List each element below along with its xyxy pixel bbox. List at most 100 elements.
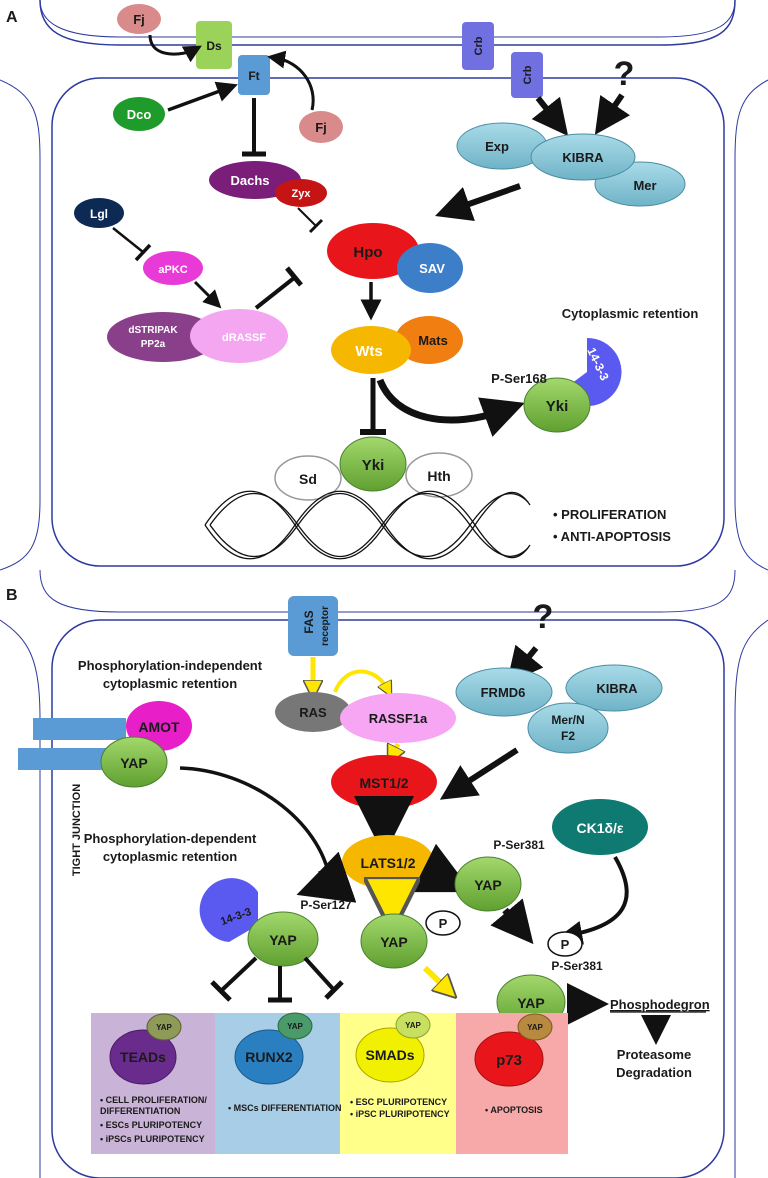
- ck1-node: [552, 799, 648, 855]
- dstripak-label-2: PP2a: [141, 339, 166, 350]
- merf2-label-1: Mer/N: [551, 713, 584, 727]
- cell-left-b: [0, 619, 41, 1178]
- crb-label-1: Crb: [473, 36, 485, 55]
- tight-junction-bar-2: [18, 748, 128, 770]
- ds-label: Ds: [206, 39, 222, 53]
- rassf1a-node: [340, 693, 456, 743]
- sav-label: SAV: [419, 261, 445, 276]
- ft-label: Ft: [248, 69, 259, 83]
- drassf-node: [190, 309, 288, 363]
- exp-label: Exp: [485, 139, 509, 154]
- ras-label: RAS: [299, 705, 327, 720]
- wts-node: [331, 326, 411, 374]
- kibra-label-a: KIBRA: [562, 150, 604, 165]
- mats-label: Mats: [418, 333, 448, 348]
- yap381b-label: YAP: [517, 995, 545, 1011]
- arrow-fj-ds: [148, 34, 202, 63]
- question-b: ?: [533, 598, 554, 636]
- frmd6-node: [455, 667, 553, 717]
- p73-node: [474, 1031, 544, 1087]
- dco-node: [113, 97, 165, 131]
- crb-label-2: Crb: [522, 65, 534, 84]
- arrow-ck1-yap381b: [558, 855, 629, 945]
- tight-junction-label: TIGHT JUNCTION: [71, 784, 83, 876]
- zyx-node: [275, 179, 327, 207]
- runx2-node: [234, 1029, 304, 1085]
- inhibit-drassf-hpo: [254, 276, 296, 310]
- ft-node: [238, 55, 270, 95]
- lgl-node: [74, 198, 124, 228]
- wts-label: Wts: [355, 343, 383, 360]
- lats-label: LATS1/2: [361, 855, 416, 871]
- sav-node: [397, 243, 463, 293]
- arrow-yapp-p73: [422, 965, 448, 990]
- teads-yap-label: YAP: [156, 1023, 172, 1032]
- p-badge-1: [425, 910, 461, 936]
- yap-tj-node: [100, 736, 168, 788]
- ds-node: [196, 21, 232, 69]
- rassf1a-label: RASSF1a: [369, 711, 428, 726]
- yap-p-node: [360, 913, 428, 969]
- p-badge-2-label: P: [561, 937, 570, 952]
- phos-dep-label-2: cytoplasmic retention: [103, 849, 237, 864]
- inhibit-bar-drassf: [285, 266, 303, 287]
- smads-line-2: • iPSC PLURIPOTENCY: [350, 1109, 450, 1119]
- phos-ind-label-2: cytoplasmic retention: [103, 676, 237, 691]
- merf2-label-2: F2: [561, 729, 575, 743]
- fj-node-1: [117, 4, 161, 34]
- cyto-retention-label: Cytoplasmic retention: [562, 306, 699, 321]
- hpo-node: [327, 223, 419, 279]
- mer-label-a: Mer: [633, 178, 656, 193]
- arrow-rassf-mst: [392, 744, 398, 756]
- arrow-fj-ft: [267, 50, 315, 111]
- yki-label: Yki: [362, 457, 385, 474]
- phos-ind-label-1: Phosphorylation-independent: [78, 658, 263, 673]
- arrow-wts-ykip: [376, 378, 525, 437]
- inhibit-bar-teads: [210, 980, 232, 1002]
- teads-line-3: • ESCs PLURIPOTENCY: [100, 1120, 202, 1130]
- tight-junction-bar-1: [33, 718, 126, 740]
- arrow-lats-yap127: [296, 851, 357, 903]
- dstripak-node: [107, 312, 219, 362]
- inhibit-lgl-apkc: [112, 227, 144, 253]
- kibra-label-b: KIBRA: [596, 681, 638, 696]
- inhibit-zyx-hpo: [297, 207, 317, 227]
- teads-line-4: • iPSCs PLURIPOTENCY: [100, 1134, 205, 1144]
- arrow-q-kibra: [594, 93, 631, 135]
- sd-node: [274, 455, 342, 501]
- phos-dep-label-1: Phosphorylation-dependent: [84, 831, 257, 846]
- teads-yap-node: [146, 1013, 182, 1041]
- pser381-label-a: P-Ser381: [493, 838, 545, 852]
- yki-node: [339, 436, 407, 492]
- smads-node: [355, 1027, 425, 1083]
- fj-label-2: Fj: [315, 120, 327, 135]
- p-badge-2: [547, 931, 583, 957]
- mats-node: [395, 316, 463, 364]
- yap381a-label: YAP: [474, 877, 502, 893]
- kibra-node-a: [530, 133, 636, 181]
- dstripak-label-1: dSTRIPAK: [128, 325, 178, 336]
- degradation-label: Degradation: [616, 1065, 692, 1080]
- mst-label: MST1/2: [359, 775, 408, 791]
- sd-label: Sd: [299, 471, 317, 487]
- fj-node-2: [299, 111, 343, 143]
- anti-apoptosis-label: • ANTI-APOPTOSIS: [553, 529, 671, 544]
- arrow-dco-ft: [167, 81, 238, 112]
- arrow-kibra-mst: [439, 747, 519, 800]
- membrane-top-a: [39, 0, 736, 46]
- yap381a-node: [454, 856, 522, 912]
- proliferation-label: • PROLIFERATION: [553, 507, 666, 522]
- apkc-node: [143, 251, 203, 285]
- inhibit-yap-smads: [303, 956, 336, 992]
- panel-a-label: A: [6, 9, 18, 26]
- inhibit-bar-zyx: [308, 218, 324, 234]
- merf2-node: [527, 702, 609, 754]
- proteasome-label: Proteasome: [617, 1047, 691, 1062]
- fj-label-1: Fj: [133, 12, 145, 27]
- yap127-label: YAP: [269, 932, 297, 948]
- membrane-top-a2: [39, 0, 736, 38]
- frmd6-label: FRMD6: [481, 685, 526, 700]
- hth-label: Hth: [427, 468, 450, 484]
- runx2-yap-node: [277, 1012, 313, 1040]
